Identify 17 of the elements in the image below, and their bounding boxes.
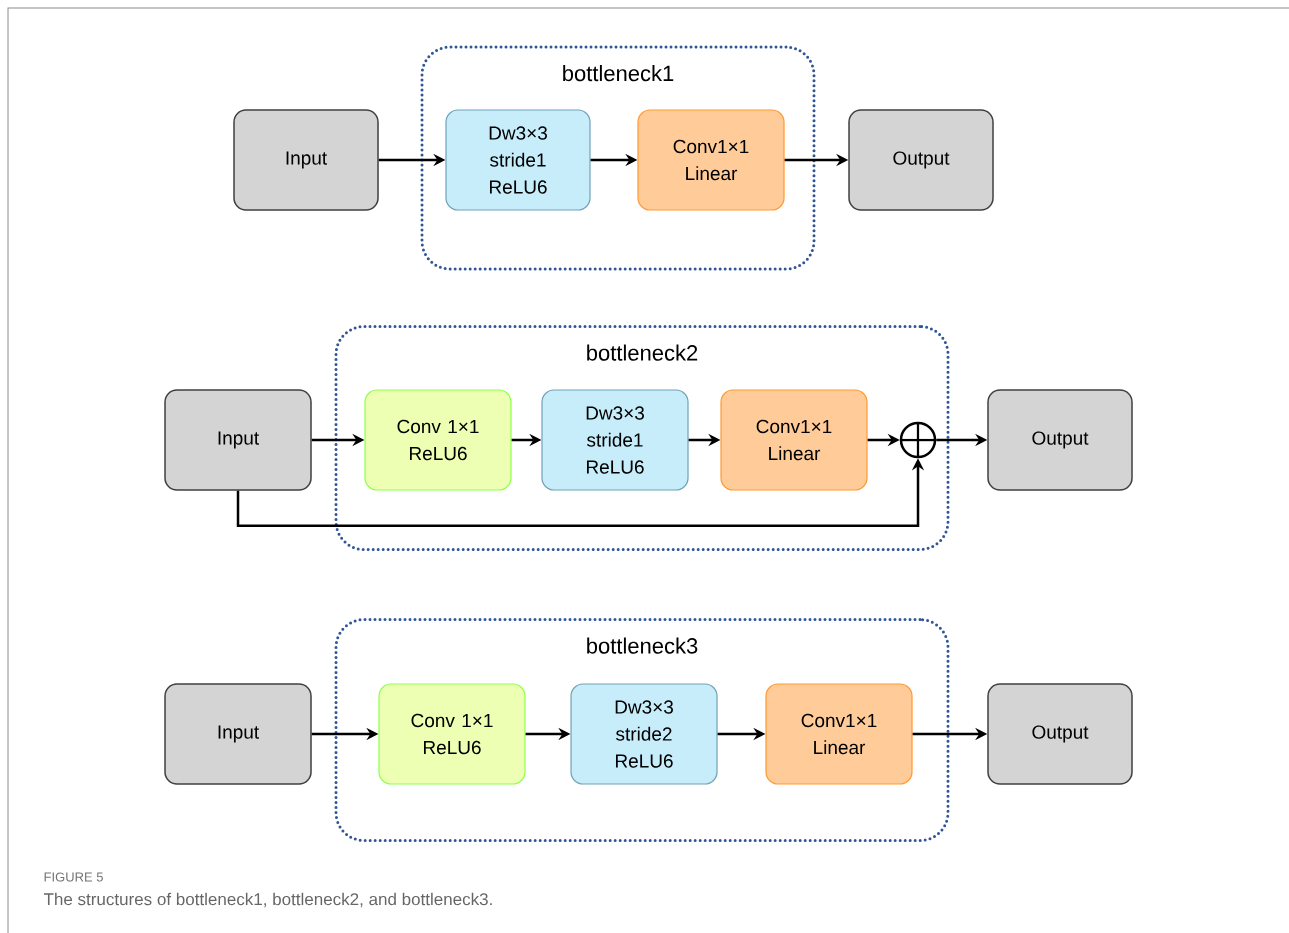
process-box: Dw3×3 stride1 ReLU6 — [541, 389, 689, 491]
process-box: Dw3×3 stride2 ReLU6 — [570, 683, 718, 785]
process-box: Output — [848, 109, 994, 211]
caption: The structures of bottleneck1, bottleneck2, and bottleneck3. — [43, 892, 492, 908]
process-box: Input — [164, 389, 312, 491]
process-box: Output — [987, 683, 1133, 785]
process-box: Conv1×1 Linear — [765, 683, 913, 785]
process-box: Conv 1×1 ReLU6 — [364, 389, 512, 491]
figure-number: FIGURE 5 — [44, 872, 103, 882]
process-box: Dw3×3 stride1 ReLU6 — [445, 109, 591, 211]
process-box: Conv1×1 Linear — [720, 389, 868, 491]
process-box: Conv1×1 Linear — [637, 109, 785, 211]
sum-circle — [899, 421, 937, 459]
process-box: Input — [164, 683, 312, 785]
process-box: Conv 1×1 ReLU6 — [378, 683, 526, 785]
process-box: Input — [233, 109, 379, 211]
process-box: Output — [987, 389, 1133, 491]
